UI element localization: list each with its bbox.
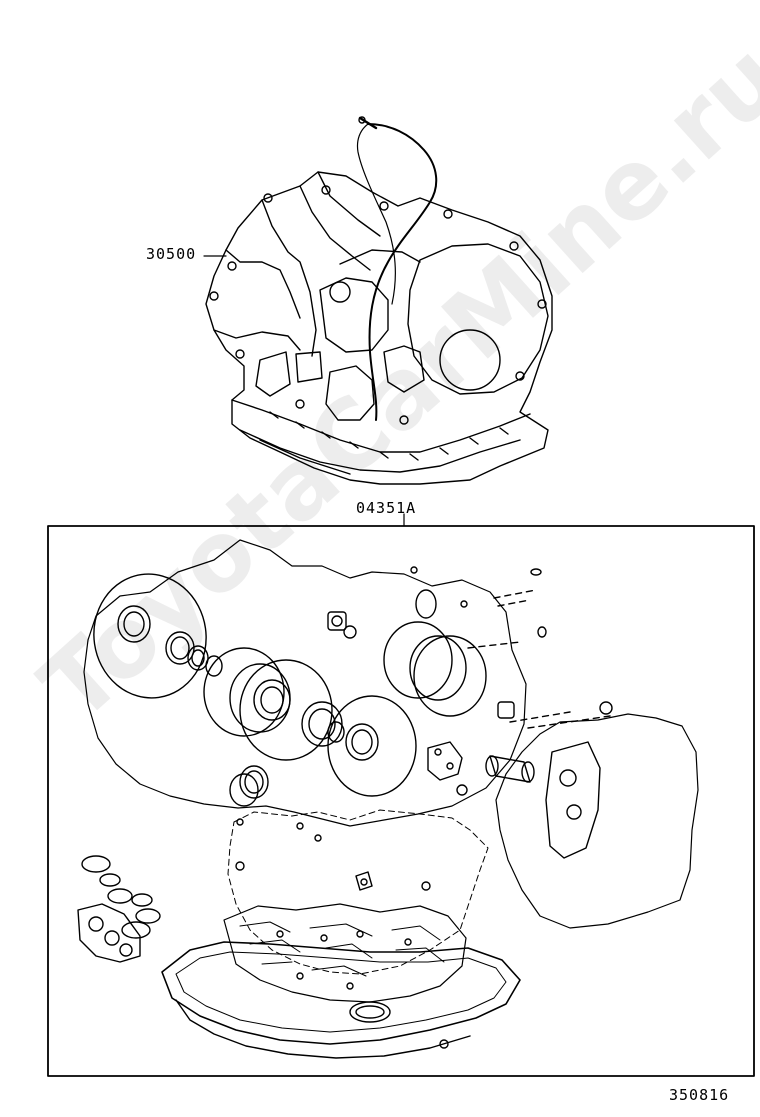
overhaul-kit-callout[interactable]: 04351A <box>356 499 417 517</box>
figure-number: 350816 <box>669 1086 730 1104</box>
overhaul-kit-frame <box>47 525 755 1077</box>
overhaul-kit-drawing <box>77 539 699 1059</box>
transaxle-assembly-drawing <box>203 116 553 485</box>
transaxle-assy-callout[interactable]: 30500 <box>146 245 197 263</box>
